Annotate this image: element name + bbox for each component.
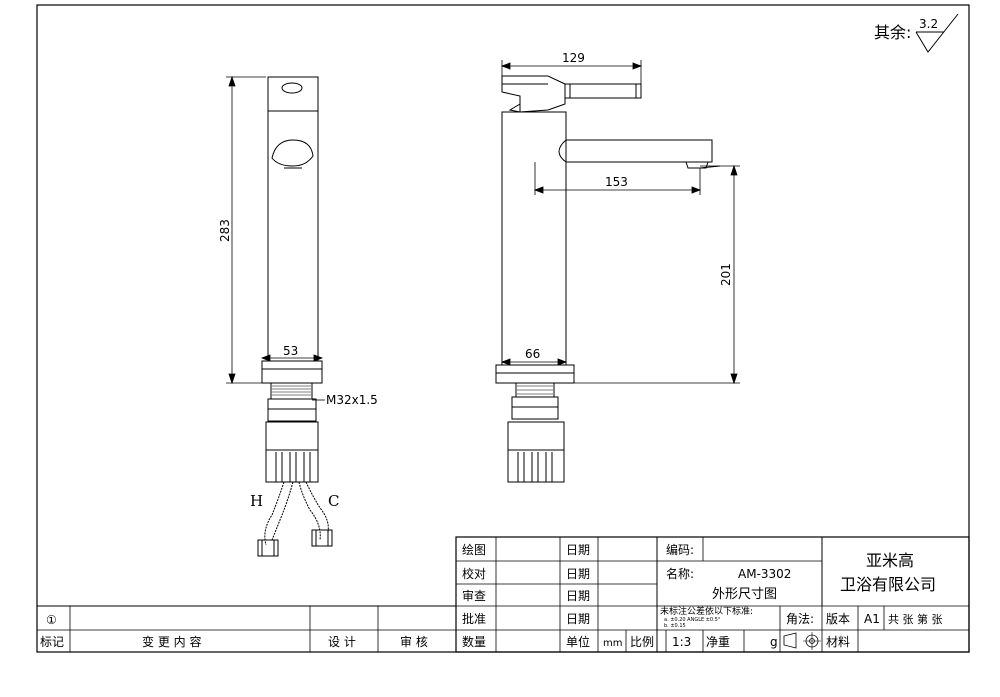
company-line1: 亚米高	[866, 551, 914, 570]
tolerance-values: a. ±0.20 ANGLE ±0.5°	[664, 617, 721, 623]
roughness-label: 其余:	[874, 23, 911, 42]
date-label-1: 日期	[566, 543, 590, 557]
change-content-label: 变 更 内 容	[142, 634, 201, 649]
unit-value: mm	[603, 638, 622, 649]
design-label: 设 计	[328, 635, 356, 649]
cold-label: C	[328, 492, 339, 510]
dim-spout-height: 201	[719, 263, 733, 286]
material-label: 材料	[826, 635, 850, 649]
approved-label: 批准	[462, 611, 486, 626]
model-number: AM-3302	[738, 567, 791, 581]
front-dimensions	[226, 75, 325, 401]
dim-handle-length: 129	[562, 51, 585, 65]
date-label-4: 日期	[566, 612, 590, 626]
scale-label: 比例	[630, 635, 654, 649]
drawing-frame	[36, 4, 970, 653]
version-label: 版本	[826, 612, 850, 626]
title-block	[36, 536, 970, 653]
quantity-label: 数量	[462, 634, 486, 649]
side-view	[495, 75, 721, 483]
tolerance-values2: b. ±0.15	[664, 623, 686, 629]
scale-value: 1:3	[672, 635, 691, 649]
date-label-3: 日期	[566, 589, 590, 603]
name-label: 名称:	[666, 566, 694, 581]
version-value: A1	[864, 612, 880, 626]
dim-thread: M32x1.5	[326, 393, 378, 407]
mark-label: 标记	[40, 635, 64, 649]
sheets-text: 共 张 第 张	[888, 612, 943, 626]
drawn-label: 绘图	[462, 542, 486, 557]
net-weight-label: 净重	[706, 635, 730, 649]
roughness-value: 3.2	[919, 17, 938, 31]
drawing-title: 外形尺寸图	[712, 587, 777, 602]
angle-label: 角法:	[786, 612, 814, 626]
unit-label: 单位	[566, 634, 590, 649]
weight-unit: g	[770, 635, 778, 649]
code-label: 编码:	[666, 542, 694, 557]
revision-number: ①	[46, 613, 57, 627]
reviewed-label: 审查	[462, 588, 486, 603]
dim-spout-reach: 153	[605, 175, 628, 189]
side-dimensions	[500, 60, 740, 385]
title-block-text: 绘图 校对 审查 批准 日期 日期 日期 日期 编码: 名称: AM-3302 …	[40, 542, 943, 649]
front-view	[257, 76, 333, 557]
company-line2: 卫浴有限公司	[840, 575, 936, 594]
checked-label: 校对	[462, 566, 486, 581]
date-label-2: 日期	[566, 567, 590, 581]
audit-label: 审 核	[400, 634, 428, 649]
dim-base-width-front: 53	[283, 344, 298, 358]
hot-label: H	[250, 492, 263, 510]
dim-base-width-side: 66	[525, 347, 540, 361]
dim-height-total: 283	[218, 219, 232, 242]
roughness-symbol: 其余: 3.2	[874, 13, 959, 53]
tolerance-note: 未标注公差依以下标准:	[660, 605, 753, 617]
